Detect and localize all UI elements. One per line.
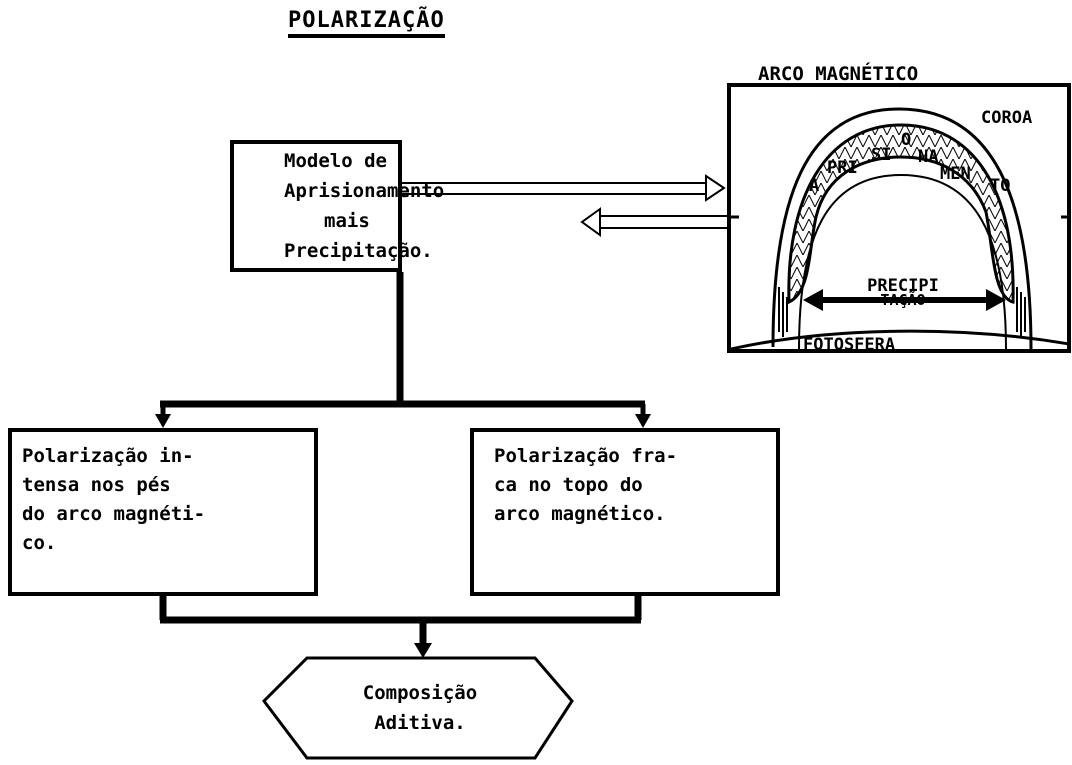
- photosphere-surface: [731, 329, 1067, 349]
- trap-syllable-a: A: [809, 176, 819, 196]
- precipitation-label-line-2: TAÇÃO: [880, 290, 925, 309]
- precipitation-label-line-1: PRECIPI: [867, 276, 939, 296]
- model-to-arc-arrow: [402, 174, 726, 202]
- inner-arc-loop: [798, 173, 1007, 349]
- trap-syllable-na: NA: [918, 147, 938, 167]
- corona-label: COROA: [981, 108, 1032, 128]
- model-line-1: Modelo de: [284, 150, 387, 172]
- right-down-arrowhead: [635, 414, 651, 428]
- trap-syllable-pri: PRI: [827, 158, 858, 178]
- photosphere-label: FOTOSFERA: [803, 335, 895, 353]
- weak-polarization-text: Polarização fra- ca no topo do arco magn…: [494, 445, 678, 525]
- model-line-2: Aprisionamento: [284, 180, 445, 202]
- bottom-down-arrowhead: [414, 643, 432, 658]
- model-line-3: mais: [324, 210, 370, 232]
- composition-line-1: Composição: [362, 682, 478, 704]
- weak-polarization-box: Polarização fra- ca no topo do arco magn…: [470, 428, 780, 596]
- precipitation-arrow: [803, 289, 1006, 311]
- magnetic-arc-diagram: COROA A PRI SI O NA MEN TO PRECIPI TAÇÃO…: [727, 83, 1071, 353]
- composition-line-2: Aditiva.: [374, 712, 466, 734]
- strong-polarization-text: Polarização in- tensa nos pés do arco ma…: [22, 445, 206, 554]
- trap-syllable-to: TO: [990, 176, 1010, 196]
- model-box: Modelo de Aprisionamento mais Precipitaç…: [230, 140, 444, 272]
- left-down-arrowhead: [155, 414, 171, 428]
- trap-syllable-o: O: [901, 130, 911, 150]
- trap-syllable-men: MEN: [940, 164, 971, 184]
- arc-diagram-title: ARCO MAGNÉTICO: [758, 63, 919, 85]
- strong-polarization-box: Polarização in- tensa nos pés do arco ma…: [8, 428, 318, 596]
- magnetic-arc-drawing: COROA A PRI SI O NA MEN TO PRECIPI TAÇÃO…: [731, 107, 1067, 353]
- model-line-4: Precipitação.: [284, 240, 433, 262]
- trapping-region: [787, 123, 1015, 305]
- trap-syllable-si: SI: [871, 145, 891, 165]
- composition-terminal-shape: [262, 656, 574, 760]
- arc-to-model-arrow: [580, 207, 728, 237]
- outer-arc-loop: [771, 107, 1033, 349]
- page-title: POLARIZAÇÃO: [288, 8, 445, 38]
